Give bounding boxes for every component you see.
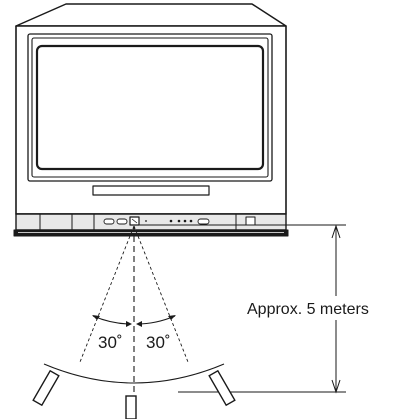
tv-cassette-slot (92, 185, 210, 196)
remote-left (32, 369, 60, 407)
arrowhead (126, 321, 132, 327)
tv-indicator-dot (189, 219, 193, 223)
distance-label: Approx. 5 meters (247, 301, 369, 318)
remote-right (208, 369, 236, 407)
dimension-arrow-top (331, 224, 341, 239)
tv-indicator-dot (145, 220, 147, 222)
tv-base (13, 229, 289, 237)
tv-indicator-dot (177, 219, 181, 223)
tv-power-button (245, 216, 256, 226)
tv-top-bevel (15, 3, 287, 27)
angle-label-right: 30˚ (146, 333, 171, 352)
distance-label-bg (244, 296, 410, 320)
arrowhead (136, 321, 142, 327)
crt-television-icon (13, 3, 289, 237)
tv-screen (35, 44, 265, 171)
cone-edge-right (133, 225, 189, 363)
cone-edge-left (79, 225, 135, 363)
tv-indicator-dot (183, 219, 187, 223)
tv-button (103, 218, 115, 225)
range-arc (43, 363, 225, 384)
sensor-mark (131, 218, 138, 224)
angle-label-left: 30˚ (98, 333, 123, 352)
tv-button (197, 218, 210, 225)
reception-cone (43, 225, 225, 398)
remote-control-icon (32, 369, 236, 419)
angle-arrowheads (92, 315, 176, 327)
tv-indicator-dot (169, 219, 173, 223)
arrowhead (168, 315, 176, 320)
arrowhead (92, 315, 100, 320)
remote-center (125, 395, 137, 419)
tv-button (116, 218, 128, 225)
